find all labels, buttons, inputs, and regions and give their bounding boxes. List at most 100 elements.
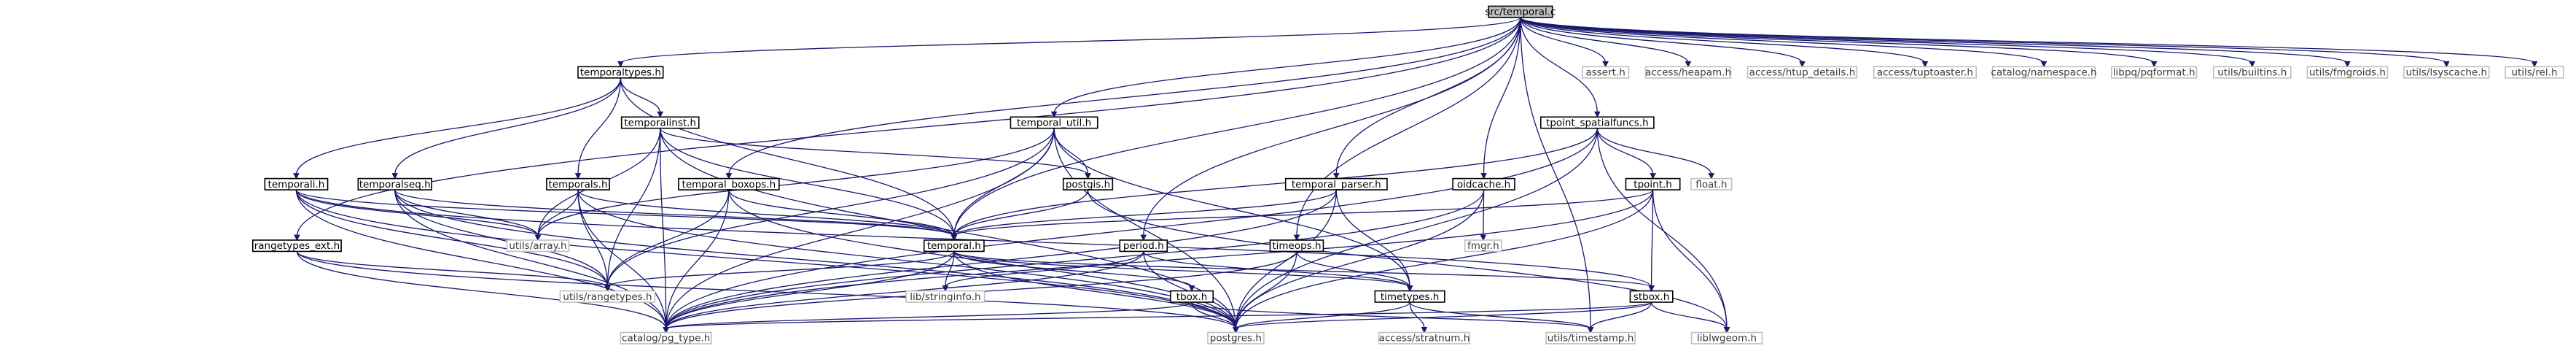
node-label: utils/lsyscache.h [2406, 67, 2488, 79]
node-box [1690, 331, 1763, 345]
node-temporalseq-h[interactable]: temporalseq.h [357, 177, 432, 191]
node-label: temporal.h [927, 240, 981, 252]
node-box [251, 239, 342, 253]
edge-temporal_h-to-tbox_h [953, 251, 1195, 292]
edge-temporal_util_h-to-postgis_h [1053, 128, 1091, 180]
edge-stbox_h-to-catalog_pg_type_h [663, 301, 1652, 334]
node-box [264, 177, 329, 191]
node-box [2111, 66, 2198, 79]
node-tpoint-spatialfuncs-h[interactable]: tpoint_spatialfuncs.h [1539, 116, 1655, 129]
node-stbox-h[interactable]: stbox.h [1629, 290, 1674, 303]
node-box [1207, 331, 1265, 345]
node-label: catalog/namespace.h [1991, 67, 2096, 79]
node-box [678, 177, 780, 191]
edge-temporal_boxops_h-to-temporal_h [728, 189, 958, 242]
node-box [1452, 177, 1515, 191]
node-tpoint-h[interactable]: tpoint.h [1625, 177, 1681, 191]
node-rangetypes-ext-h[interactable]: rangetypes_ext.h [251, 239, 342, 253]
node-tbox-h[interactable]: tbox.h [1170, 290, 1214, 303]
node-label: temporalinst.h [624, 117, 696, 128]
node-label: utils/builtins.h [2217, 67, 2287, 79]
node-label: tbox.h [1176, 291, 1208, 303]
edge-temporal_c-to-assert_h [1520, 17, 1609, 68]
node-box [2403, 66, 2490, 79]
node-timeops-h[interactable]: timeops.h [1269, 239, 1324, 253]
node-access-stratnum-h: access/stratnum.h [1378, 331, 1471, 345]
node-label: temporaltypes.h [580, 67, 661, 79]
edge-temporal_c-to-temporal_boxops_h [725, 17, 1521, 180]
node-box [1625, 177, 1681, 191]
node-period-h[interactable]: period.h [1119, 239, 1168, 253]
edge-stbox_h-to-liblwgeom_h [1650, 301, 1730, 334]
node-temporalinst-h[interactable]: temporalinst.h [620, 116, 700, 129]
node-box [1374, 290, 1445, 303]
node-temporali-h[interactable]: temporali.h [264, 177, 329, 191]
edge-tpoint_h-to-temporal_h [951, 189, 1654, 242]
node-temporal-boxops-h[interactable]: temporal_boxops.h [678, 177, 780, 191]
edge-timeops_h-to-timetypes_h [1296, 251, 1413, 292]
node-label: temporals.h [548, 179, 607, 191]
edge-temporali_h-to-utils_array_h [295, 189, 542, 242]
node-box [577, 66, 664, 79]
node-utils-array-h: utils/array.h [506, 239, 570, 253]
node-label: assert.h [1585, 67, 1625, 79]
edge-tpoint_spatialfuncs_h-to-float_h [1596, 128, 1715, 180]
edge-temporal_c-to-access_htup_details_h [1520, 17, 1806, 68]
edge-temporal_c-to-oidcache_h [1480, 17, 1521, 180]
node-libpq-pqformat-h: libpq/pqformat.h [2111, 66, 2198, 79]
node-temporals-h[interactable]: temporals.h [546, 177, 610, 191]
node-label: utils/fmgroids.h [2309, 67, 2386, 79]
edge-rangetypes_ext_h-to-utils_rangetypes_h [296, 251, 611, 292]
edge-temporal_c-to-utils_lsyscache_h [1520, 17, 2450, 68]
node-label: utils/rangetypes.h [563, 291, 652, 303]
node-label: oidcache.h [1457, 179, 1510, 191]
edge-oidcache_h-to-fmgr_h [1480, 190, 1487, 242]
node-label: temporal_boxops.h [682, 179, 776, 191]
node-temporal-h[interactable]: temporal.h [923, 239, 985, 253]
node-label: lib/stringinfo.h [910, 291, 980, 303]
edge-temporal_util_h-to-utils_array_h [534, 128, 1055, 242]
node-temporal-parser-h[interactable]: temporal_parser.h [1284, 177, 1388, 191]
node-timetypes-h[interactable]: timetypes.h [1374, 290, 1445, 303]
edge-period_h-to-lib_stringinfo_h [942, 251, 1144, 292]
node-label: temporal_util.h [1017, 117, 1091, 128]
node-box [2212, 66, 2292, 79]
edge-temporal_c-to-utils_timestamp_h [1520, 17, 1594, 334]
node-access-heapam-h: access/heapam.h [1644, 66, 1732, 79]
node-box [1873, 66, 1977, 79]
node-box [1010, 116, 1098, 129]
node-temporal-c: src/temporal.c [1485, 5, 1556, 18]
node-oidcache-h[interactable]: oidcache.h [1452, 177, 1515, 191]
node-temporaltypes-h[interactable]: temporaltypes.h [577, 66, 664, 79]
edge-temporal_c-to-utils_builtins_h [1520, 17, 2256, 68]
node-label: access/tuptoaster.h [1877, 67, 1973, 79]
edge-temporal_h-to-timetypes_h [953, 250, 1413, 292]
node-temporal-util-h[interactable]: temporal_util.h [1010, 116, 1098, 129]
edge-temporal_boxops_h-to-postgres_h [728, 190, 1239, 334]
node-label: timeops.h [1272, 240, 1321, 252]
node-label: access/htup_details.h [1749, 67, 1856, 79]
node-assert-h: assert.h [1581, 66, 1630, 79]
node-postgres-h: postgres.h [1207, 331, 1265, 345]
node-label: float.h [1695, 179, 1727, 191]
edge-temporal_c-to-utils_fmgroids_h [1520, 17, 2351, 68]
edge-tpoint_spatialfuncs_h-to-catalog_pg_type_h [663, 128, 1598, 334]
edge-temporal_c-to-temporaltypes_h [617, 17, 1521, 68]
node-liblwgeom-h: liblwgeom.h [1690, 331, 1763, 345]
node-label: tpoint.h [1634, 179, 1672, 191]
node-label: utils/array.h [509, 240, 566, 252]
nodes-layer: src/temporal.c temporaltypes.h temporalins… [251, 5, 2564, 345]
edge-temporalseq_h-to-utils_rangetypes_h [394, 190, 611, 292]
node-box [1539, 116, 1655, 129]
edge-temporal_c-to-access_tuptoaster_h [1520, 17, 1929, 68]
edge-temporal_c-to-temporal_util_h [1050, 17, 1521, 118]
node-float-h: float.h [1690, 177, 1733, 191]
node-label: liblwgeom.h [1697, 333, 1757, 345]
node-label: rangetypes_ext.h [254, 240, 340, 252]
node-postgis-h[interactable]: postgis.h [1062, 177, 1114, 191]
node-box [1690, 177, 1733, 191]
edge-temporals_h-to-utils_array_h [534, 190, 579, 242]
edges-layer [293, 17, 2538, 334]
node-box [1269, 239, 1324, 253]
edge-temporali_h-to-postgres_h [295, 190, 1239, 334]
